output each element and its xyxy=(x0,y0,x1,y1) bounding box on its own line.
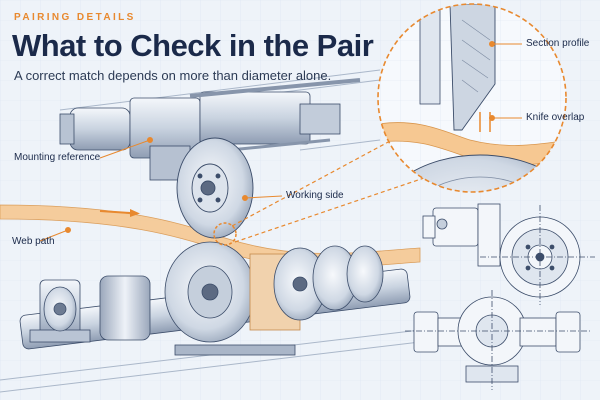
anvil-roll-assembly xyxy=(19,241,411,356)
top-knife xyxy=(176,137,254,239)
zoom-projection-lines xyxy=(231,139,425,243)
page-subtitle: A correct match depends on more than dia… xyxy=(14,68,332,83)
leader-lines xyxy=(39,41,522,242)
web-direction-arrow xyxy=(99,209,140,217)
callout-working-side: Working side xyxy=(286,190,344,201)
callout-section-profile: Section profile xyxy=(526,38,590,49)
callout-web-path: Web path xyxy=(12,236,55,247)
zoom-detail xyxy=(377,3,567,193)
page-title: What to Check in the Pair xyxy=(12,28,374,63)
side-view-drawing xyxy=(422,203,595,305)
callout-knife-overlap: Knife overlap xyxy=(526,112,585,123)
front-view-drawing xyxy=(405,290,590,390)
eyebrow-label: PAIRING DETAILS xyxy=(14,12,136,23)
callout-mounting-reference: Mounting reference xyxy=(14,152,101,163)
contact-zone-marker xyxy=(213,222,237,246)
